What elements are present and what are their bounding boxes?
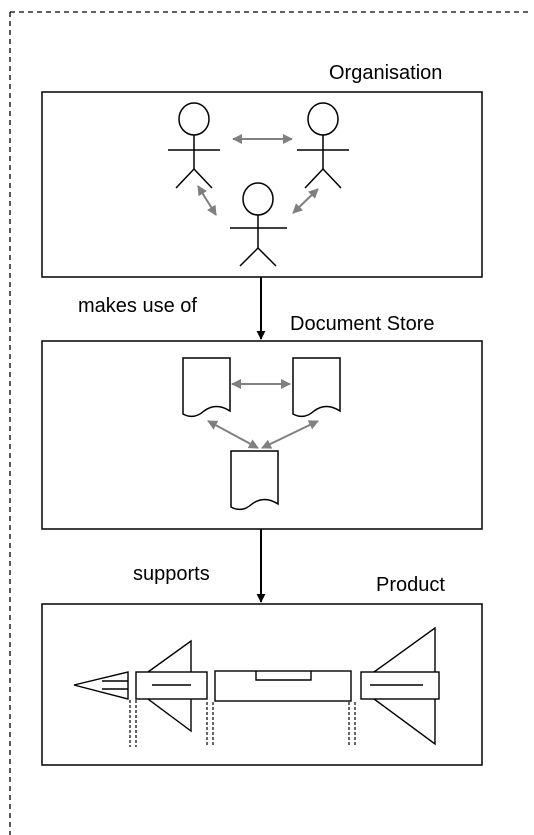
- document-icon: [182, 357, 231, 418]
- makes-use-of-label: makes use of: [78, 295, 197, 317]
- document-icon: [230, 450, 279, 511]
- person-icon: [230, 182, 287, 267]
- product-title: Product: [376, 574, 445, 596]
- person-icon: [297, 102, 349, 189]
- product-box: [41, 603, 483, 766]
- collaboration-arrow: [197, 185, 217, 216]
- document-store-box: [41, 340, 483, 530]
- document-store-title: Document Store: [290, 313, 435, 335]
- supports-label: supports: [133, 563, 210, 585]
- rocket-icon: [73, 626, 440, 747]
- document-link-arrow: [261, 420, 319, 449]
- person-icon: [168, 102, 220, 189]
- collaboration-arrow: [292, 188, 319, 214]
- document-icon: [292, 357, 341, 418]
- organisation-title: Organisation: [329, 62, 443, 84]
- outer-boundary: [9, 11, 530, 835]
- document-link-arrow: [207, 420, 259, 449]
- organisation-box: [41, 91, 483, 278]
